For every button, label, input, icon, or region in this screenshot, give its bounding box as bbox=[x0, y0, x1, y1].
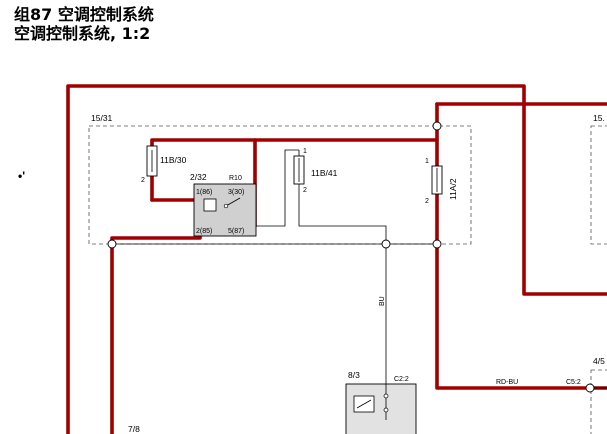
power-wire-main bbox=[66, 84, 607, 434]
relay-pin-30-label: 3(30) bbox=[228, 189, 244, 196]
relay-coil bbox=[203, 198, 217, 212]
relay-contact-node bbox=[223, 203, 229, 209]
junction-node-right bbox=[432, 239, 442, 249]
power-wire-fuse-11a2 bbox=[435, 102, 607, 390]
fuse-11b30-label: 11B/30 bbox=[160, 155, 187, 165]
fuse-11a2-pin1-label: 1 bbox=[425, 158, 429, 165]
junction-node-bu bbox=[381, 239, 391, 249]
connector-4-5-label: 4/5 bbox=[593, 356, 605, 366]
connector-15-31-label: 15/31 bbox=[91, 113, 113, 123]
relay-switch bbox=[225, 197, 241, 207]
fuse-11b30-pin-label: 2 bbox=[141, 177, 145, 184]
fuse-11b41-wire bbox=[298, 150, 387, 244]
junction-node-top bbox=[432, 121, 442, 131]
connector-15-right-label: 15. bbox=[593, 113, 605, 123]
wire-bu-label: BU bbox=[379, 296, 386, 306]
connector-c2-2-label: C2:2 bbox=[394, 376, 409, 383]
fuse-11a2-label: 11A/2 bbox=[448, 178, 458, 200]
relay-pin-87-label: 5(87) bbox=[228, 228, 244, 235]
fuse-11b41-label: 11B/41 bbox=[311, 168, 338, 178]
fuse-box-outline-right bbox=[590, 125, 607, 245]
fuse-11b41-pin2-label: 2 bbox=[303, 187, 307, 194]
relay-pin-86-label: 1(86) bbox=[196, 189, 212, 196]
pressure-sensor-diagonal bbox=[356, 399, 372, 409]
relay-87-wire bbox=[237, 149, 299, 227]
fuse-11b41-pin1-label: 1 bbox=[303, 148, 307, 155]
fuse-11a2-pin2-label: 2 bbox=[425, 198, 429, 205]
junction-node-left bbox=[107, 239, 117, 249]
junction-node-rd-bu bbox=[585, 383, 595, 393]
component-8-3-node-2 bbox=[383, 407, 389, 413]
stray-mark: •' bbox=[18, 169, 25, 183]
connector-c5-2-label: C5:2 bbox=[566, 379, 581, 386]
component-8-3-node bbox=[383, 393, 389, 399]
relay-pin-85-label: 2(85) bbox=[196, 228, 212, 235]
relay-ref-label: 2/32 bbox=[190, 172, 207, 182]
page-title: 组87 空调控制系统 bbox=[14, 5, 154, 24]
connector-7-8-label: 7/8 bbox=[128, 424, 140, 434]
fuse-box-outline bbox=[88, 125, 472, 245]
component-8-3-label: 8/3 bbox=[348, 370, 360, 380]
power-wire-relay-85 bbox=[110, 220, 202, 434]
page-subtitle: 空调控制系统, 1:2 bbox=[14, 24, 151, 43]
relay-code-label: R10 bbox=[229, 175, 242, 182]
connector-box-outline-right bbox=[590, 369, 607, 434]
wire-rd-bu-label: RD-BU bbox=[496, 379, 518, 386]
